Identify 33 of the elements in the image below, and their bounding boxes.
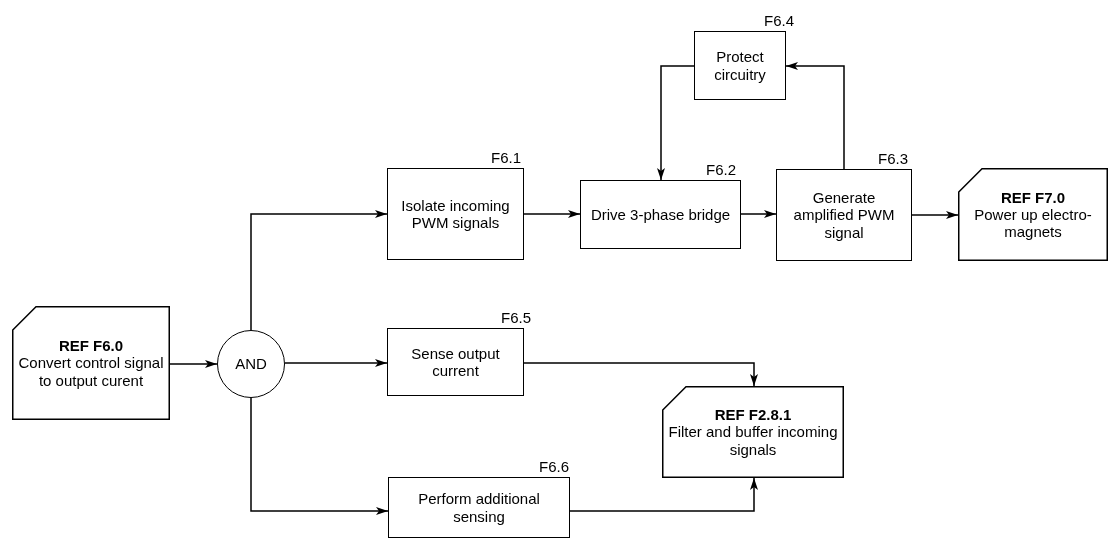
- function-text: Sense output current: [410, 344, 501, 380]
- reference-block: [12, 306, 170, 420]
- function-number: F6.6: [539, 458, 569, 476]
- arrow: [250, 210, 388, 331]
- function-number: F6.5: [501, 309, 531, 327]
- and-junction: AND: [217, 330, 285, 398]
- reference-number: REF F2.8.1: [714, 406, 792, 424]
- function-text: Drive 3-phase bridge: [590, 205, 731, 224]
- reference-number: REF F7.0: [1000, 188, 1066, 206]
- arrow: [740, 210, 777, 218]
- function-text: Perform additional sensing: [417, 490, 541, 525]
- reference-block: [662, 386, 844, 478]
- reference-block: [958, 168, 1108, 261]
- arrow: [523, 362, 758, 387]
- function-number: F6.3: [878, 150, 908, 168]
- arrow: [284, 359, 388, 367]
- arrow: [569, 477, 758, 512]
- function-text: Isolate incoming PWM signals: [400, 196, 511, 232]
- arrow: [785, 62, 845, 170]
- arrow: [250, 397, 389, 515]
- function-text: Power up electro-magnets: [973, 205, 1093, 241]
- function-number: F6.4: [764, 12, 794, 30]
- function-number: F6.1: [491, 149, 521, 167]
- arrow: [911, 211, 959, 219]
- reference-number: REF F6.0: [58, 337, 124, 355]
- function-number: F6.2: [706, 161, 736, 179]
- function-text: Generate amplified PWM signal: [792, 189, 896, 241]
- function-text: Protect circuitry: [713, 48, 767, 83]
- function-text: Filter and buffer incoming signals: [668, 423, 838, 458]
- arrow: [657, 65, 695, 181]
- arrow: [523, 210, 581, 218]
- arrow: [169, 360, 218, 368]
- function-text: Convert control signal to output curent: [18, 354, 164, 389]
